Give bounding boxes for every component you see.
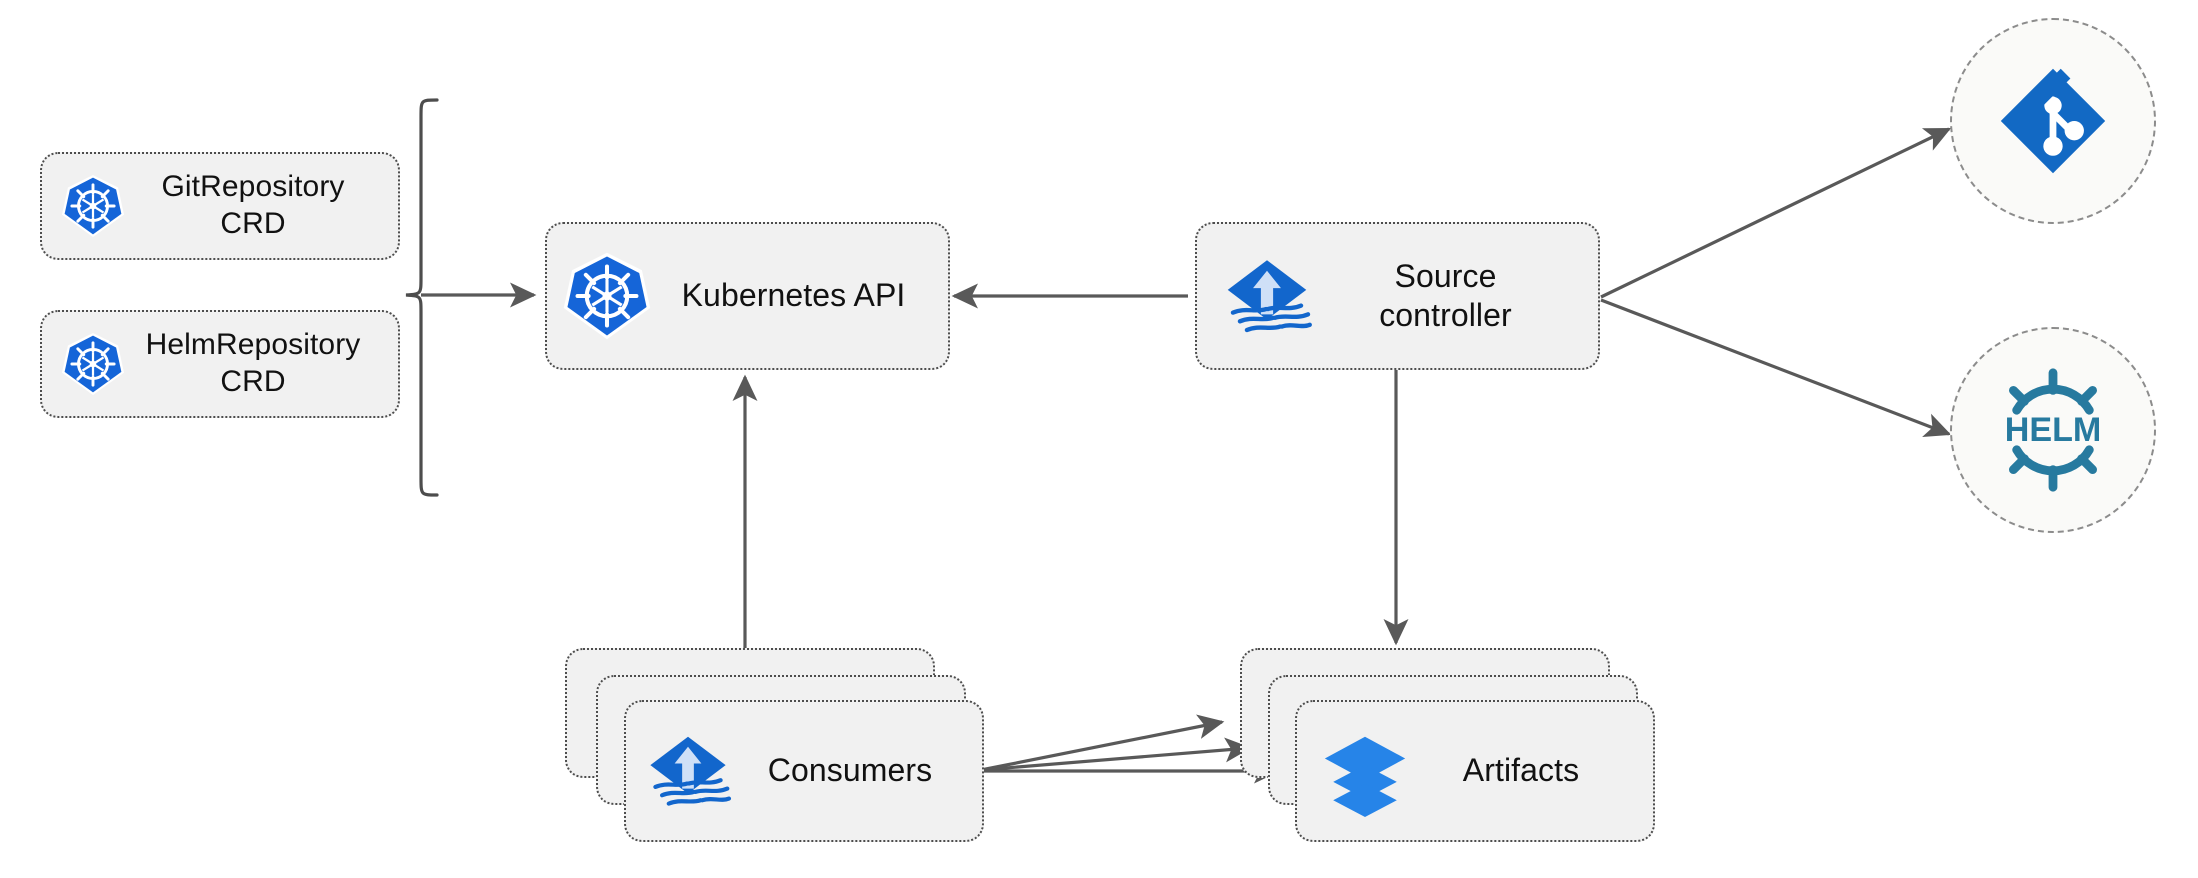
node-git-source[interactable] xyxy=(1950,18,2156,224)
node-label-consumers: Consumers xyxy=(767,752,933,789)
git-icon xyxy=(1995,63,2111,179)
kubernetes-icon xyxy=(60,173,126,239)
node-label-artifacts: Artifacts xyxy=(1462,752,1580,789)
edge-consumers-to-artifacts-mid xyxy=(980,737,1252,772)
flux-icon xyxy=(642,725,734,817)
crd-group-brace xyxy=(405,98,439,497)
layers-icon xyxy=(1319,725,1411,817)
node-helm-repository-crd[interactable]: HelmRepository CRD xyxy=(40,310,400,418)
edge-consumers-to-artifacts-back xyxy=(980,714,1225,772)
flux-icon xyxy=(1219,248,1315,344)
node-helm-source[interactable]: HELM xyxy=(1950,327,2156,533)
node-label-helm-repository-crd: HelmRepository CRD xyxy=(145,328,361,398)
kubernetes-icon xyxy=(60,331,126,397)
node-source-controller[interactable]: Source controller xyxy=(1195,222,1600,370)
node-consumers[interactable]: Consumers xyxy=(624,700,984,842)
node-git-repository-crd[interactable]: GitRepository CRD xyxy=(40,152,400,260)
node-artifacts[interactable]: Artifacts xyxy=(1295,700,1655,842)
helm-wordmark: HELM xyxy=(2005,411,2102,449)
node-label-git-repository-crd: GitRepository CRD xyxy=(161,170,345,240)
edge-source-controller-to-git xyxy=(1600,127,1952,299)
edge-source-controller-to-helm xyxy=(1600,298,1952,438)
kubernetes-icon xyxy=(561,250,653,342)
node-label-kubernetes-api: Kubernetes API xyxy=(681,277,906,314)
node-kubernetes-api[interactable]: Kubernetes API xyxy=(545,222,950,370)
node-label-source-controller: Source controller xyxy=(1379,257,1512,333)
helm-icon: HELM xyxy=(1987,364,2119,496)
